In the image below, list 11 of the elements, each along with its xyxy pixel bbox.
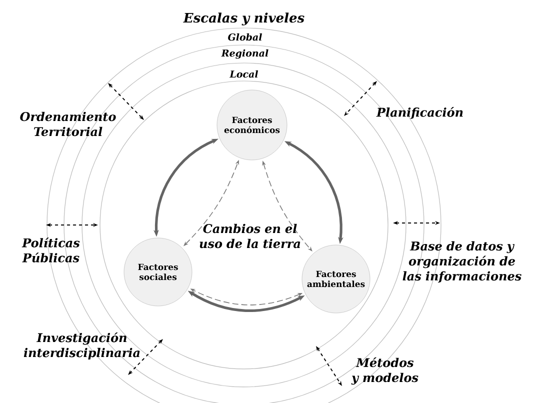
label: Cambios en el uso de la tierra [200,224,300,248]
label: Global [228,33,262,41]
label: Ordenamiento Territorial [20,112,116,136]
label: Investigación interdisciplinaria [24,332,140,360]
label: Local [230,70,258,78]
label: Métodos y modelos [351,357,418,385]
label: Base de datos y organización de las informaciones [402,241,522,283]
label: Escalas y niveles [183,12,304,26]
label: Políticas Públicas [22,238,80,262]
label: Planificación [376,107,463,119]
label: Regional [221,49,268,59]
